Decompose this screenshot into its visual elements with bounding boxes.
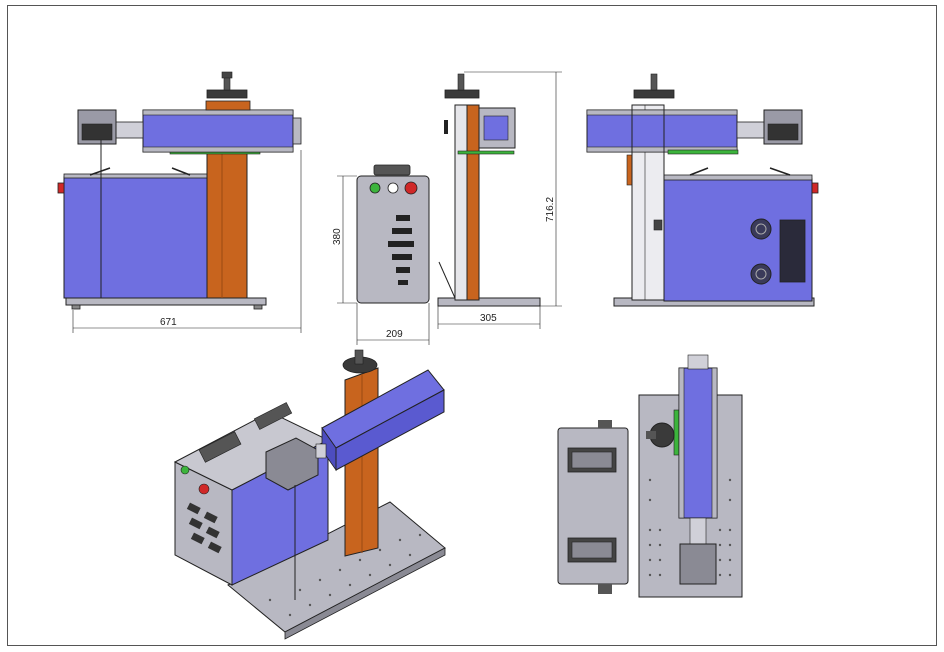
isometric-view xyxy=(173,349,446,640)
iso-scan-head xyxy=(265,437,319,491)
side-column xyxy=(466,104,480,301)
front-base-plate xyxy=(65,297,267,306)
front-column xyxy=(206,151,248,299)
dim-305: 305 xyxy=(480,313,497,324)
front-arm xyxy=(142,109,294,153)
rear-fan-top xyxy=(750,218,772,240)
side-vent xyxy=(388,215,414,285)
side-column-frame xyxy=(454,104,468,301)
side-cabinet xyxy=(356,175,430,304)
top-view xyxy=(557,354,743,598)
side-handwheel xyxy=(444,89,480,99)
rear-arm xyxy=(586,109,738,153)
front-foot xyxy=(71,304,81,310)
front-side-button xyxy=(57,182,65,194)
side-view: 380 209 716.2 305 xyxy=(332,71,562,345)
front-handwheel xyxy=(206,89,248,99)
dim-209: 209 xyxy=(386,329,403,340)
front-cabinet xyxy=(63,176,210,299)
dim-671: 671 xyxy=(160,317,177,328)
side-key-switch xyxy=(387,182,399,194)
front-handwheel-base xyxy=(205,100,251,111)
rear-fan-bottom xyxy=(750,263,772,285)
side-green-button xyxy=(369,182,381,194)
rear-view xyxy=(586,73,819,307)
top-arm xyxy=(678,367,718,519)
rear-vent-grid xyxy=(779,219,806,283)
dim-380: 380 xyxy=(332,228,343,245)
side-base-plate xyxy=(437,297,541,307)
rear-handwheel xyxy=(633,89,675,99)
front-head-connector xyxy=(115,121,144,139)
side-red-button xyxy=(404,181,418,195)
drawing-border xyxy=(7,5,937,646)
dim-716-2: 716.2 xyxy=(545,197,556,222)
front-view: 671 xyxy=(57,71,302,333)
iso-green-button xyxy=(180,465,190,475)
front-foot xyxy=(253,304,263,310)
top-scan-head xyxy=(679,543,717,585)
iso-red-button xyxy=(198,483,210,495)
